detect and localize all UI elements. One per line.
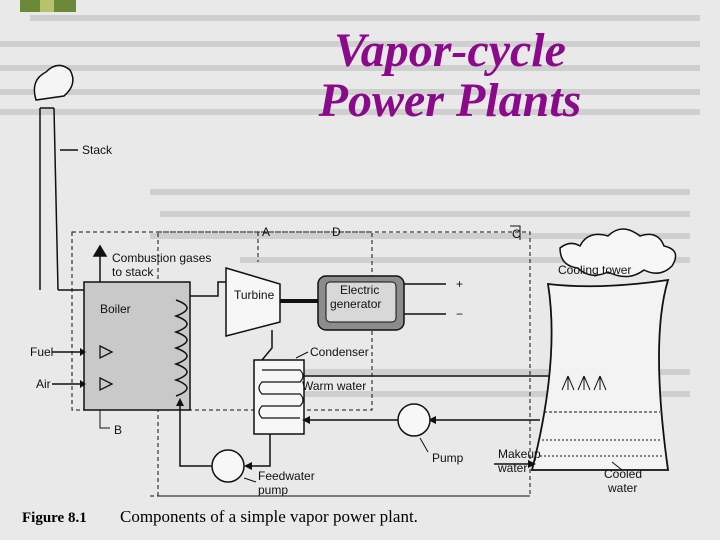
corner-thumbnail-accent [40,0,54,12]
fuel-label: Fuel [30,345,53,359]
terminal-plus: + [456,277,463,291]
point-b-label: B [114,423,122,437]
turbine-label: Turbine [234,288,275,302]
point-d-label: D [332,225,341,239]
terminal-minus: − [456,307,463,321]
caption-prefix: Figure 8.1 [22,510,87,526]
makeup-water-label-line1: Makeup [498,447,541,461]
air-burner-icon [99,376,114,392]
point-c-label: C [512,227,521,241]
circulating-pump [397,403,431,437]
cooled-water-label-line2: water [607,481,637,495]
combustion-gases-arrow [92,244,108,282]
condenser-label: Condenser [310,345,369,359]
combustion-label-line1: Combustion gases [112,251,211,265]
steam-line [190,281,232,297]
slide-title: Vapor-cycle Power Plants [270,26,630,126]
stack-label: Stack [82,143,113,157]
caption-text: Components of a simple vapor power plant… [120,507,418,526]
air-label: Air [36,377,51,391]
warm-water-label: Warm water [302,379,366,393]
feedwater-pump [211,449,245,483]
point-a-label: A [262,225,270,239]
turbine [225,266,281,337]
makeup-water-label-line2: water [497,461,527,475]
condenser [253,359,305,435]
feedwater-label-line2: pump [258,483,288,497]
feedwater-line [179,400,271,467]
stack-chimney [33,64,84,291]
feedwater-label-line1: Feedwater [258,469,315,483]
cooling-tower-label: Cooling tower [558,263,631,277]
pump-label: Pump [432,451,464,465]
condenser-coil [258,369,304,419]
boundary-plant [157,231,531,497]
spray-nozzles [561,375,607,391]
fuel-burner-icon [99,344,114,360]
cooled-water-label-line1: Cooled [604,467,642,481]
combustion-label-line2: to stack [112,265,154,279]
generator-label-line2: generator [330,297,381,311]
cooling-tower [530,228,677,471]
boiler-coil [173,299,188,397]
boiler-label: Boiler [100,302,131,316]
slide-title-line2: Power Plants [318,74,582,127]
generator-label-line1: Electric [340,283,379,297]
slide-title-line1: Vapor-cycle [334,24,566,77]
